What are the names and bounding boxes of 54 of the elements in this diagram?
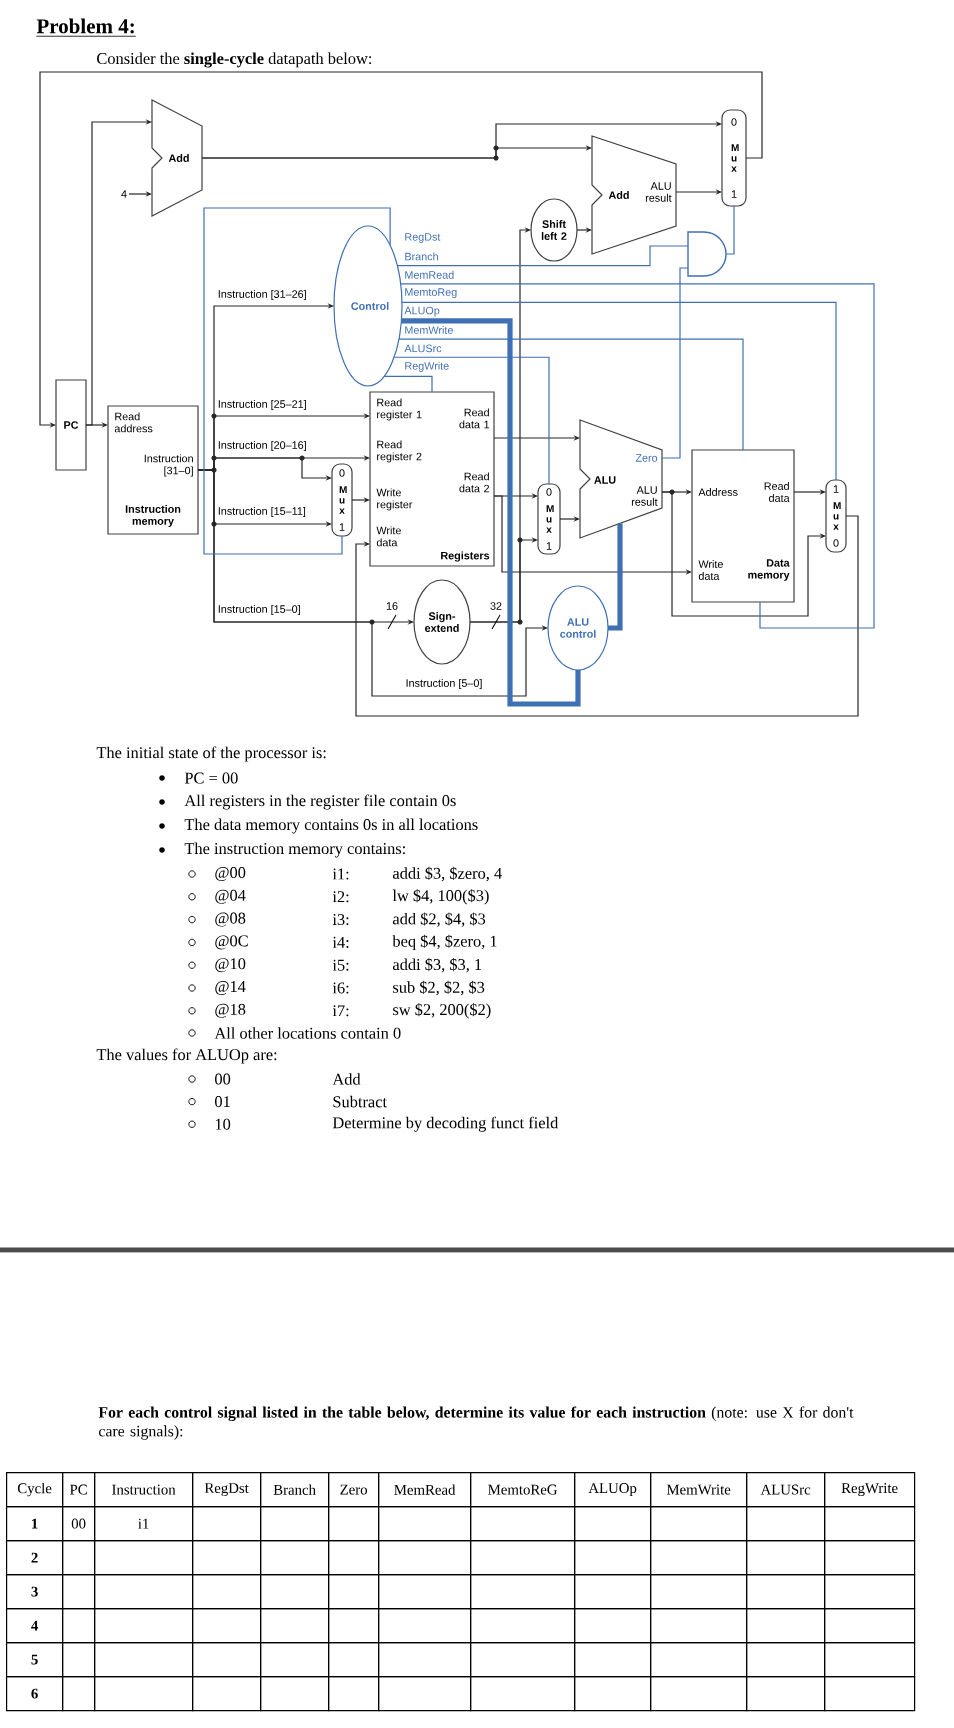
text-line: i2: — [332, 891, 349, 903]
text-line: sw $2, 200($2) — [393, 1003, 491, 1019]
signal-line — [396, 245, 689, 267]
text-line: The instruction memory contains: — [184, 842, 405, 858]
text-line: i1: — [332, 868, 349, 880]
arrow — [197, 469, 548, 697]
arrow — [469, 227, 531, 623]
title: Problem 4: — [36, 18, 137, 37]
text-line: addi $3, $zero, 4 — [392, 866, 502, 882]
text-line: i5: — [332, 959, 349, 971]
text-line: 00 — [215, 1073, 231, 1085]
signal-line — [661, 267, 689, 459]
text-line: @18 — [215, 1003, 246, 1018]
arrow — [355, 515, 859, 717]
text-line: add $2, $4, $3 — [392, 912, 486, 927]
text-line: Consider the single-cycle datapath below: — [97, 52, 372, 68]
text-line: 01 — [215, 1096, 230, 1108]
text-line: i4: — [332, 936, 349, 948]
text-line: 10 — [215, 1118, 231, 1130]
text-line: @00 — [215, 867, 246, 881]
text-line: Determine by decoding funct field — [332, 1116, 559, 1132]
text-line: PC = 00 — [184, 772, 238, 784]
text-line: sub $2, $2, $3 — [393, 980, 485, 996]
arrow — [661, 491, 826, 617]
text-line: All other locations contain 0 — [214, 1027, 401, 1039]
signal-line — [400, 283, 875, 629]
signal-line — [383, 375, 433, 393]
text-line: @10 — [215, 958, 246, 973]
signal-line — [725, 205, 735, 255]
text-line: Subtract — [333, 1095, 387, 1108]
text-line: beq $4, $zero, 1 — [392, 934, 497, 951]
text-line: addi $3, $3, 1 — [392, 958, 482, 973]
signal-line — [401, 301, 837, 481]
text-line: i7: — [332, 1005, 349, 1017]
text-line: @04 — [215, 889, 246, 904]
text-line: i3: — [332, 914, 349, 926]
text-line: @0C — [215, 935, 248, 950]
signal-line — [398, 338, 744, 451]
text-line: Add — [332, 1073, 361, 1085]
text-line: The data memory contains 0s in all locations — [184, 818, 478, 834]
signal-line — [401, 318, 581, 707]
arrow — [201, 145, 592, 159]
signal-line — [393, 356, 550, 485]
signal-line — [203, 207, 391, 555]
signal-line — [608, 523, 623, 631]
and-gate — [687, 231, 727, 277]
text-line: @08 — [215, 912, 246, 927]
text-line: i6: — [332, 982, 349, 994]
text-line: lw $4, 100($3) — [392, 889, 489, 905]
text-line: The initial state of the processor is: — [96, 746, 326, 762]
text-line: All registers in the register file contain 0s — [184, 794, 456, 810]
text-line: The values for ALUOp are: — [96, 1048, 277, 1064]
arrow — [85, 119, 152, 426]
text-line: @14 — [215, 981, 246, 995]
